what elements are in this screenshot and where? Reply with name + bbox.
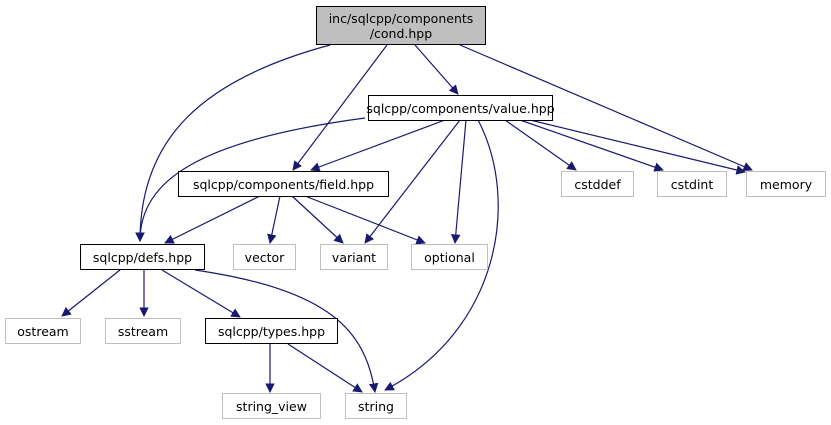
node-root-cond-hpp[interactable]: inc/sqlcpp/components /cond.hpp	[316, 6, 486, 45]
edge-field-to-vector	[267, 195, 281, 244]
node-ostream-label: ostream	[17, 323, 69, 339]
node-string_view[interactable]: string_view	[222, 393, 321, 419]
node-vector-label: vector	[244, 249, 285, 265]
edge-value-to-defs	[135, 117, 366, 242]
edge-value-to-optional	[450, 119, 467, 244]
node-cstddef[interactable]: cstddef	[561, 171, 634, 197]
node-variant[interactable]: variant	[320, 244, 388, 270]
node-defs-hpp[interactable]: sqlcpp/defs.hpp	[80, 244, 205, 270]
node-ostream[interactable]: ostream	[5, 318, 81, 344]
node-types-hpp[interactable]: sqlcpp/types.hpp	[205, 318, 338, 344]
edge-field-to-variant	[291, 195, 344, 244]
node-string_view-label: string_view	[236, 398, 307, 414]
edge-value-to-cstdint	[519, 119, 664, 172]
node-optional[interactable]: optional	[411, 244, 488, 270]
node-string-label: string	[358, 398, 394, 414]
node-vector[interactable]: vector	[233, 244, 296, 270]
node-types-label: sqlcpp/types.hpp	[217, 323, 326, 339]
edge-root-to-value	[414, 44, 459, 95]
edge-root-to-field	[292, 44, 388, 171]
edge-types-to-string	[287, 343, 363, 393]
node-cstdint-label: cstdint	[670, 176, 714, 192]
node-memory-label: memory	[759, 176, 813, 192]
edge-value-to-string	[384, 119, 499, 391]
edge-value-to-cstddef	[504, 119, 577, 171]
node-string[interactable]: string	[345, 393, 407, 419]
node-root-line1: inc/sqlcpp/components	[328, 10, 474, 26]
edge-defs-to-types	[161, 269, 241, 318]
edge-root-to-defs	[135, 44, 331, 242]
node-root-line2: /cond.hpp	[369, 25, 433, 41]
edge-defs-to-ostream	[61, 269, 121, 317]
node-cstdint[interactable]: cstdint	[657, 171, 727, 197]
edge-defs-to-string	[194, 269, 379, 393]
edge-value-to-variant	[364, 119, 461, 244]
node-field-hpp[interactable]: sqlcpp/components/field.hpp	[178, 171, 389, 197]
node-value-label: sqlcpp/components/value.hpp	[366, 100, 555, 116]
node-value-hpp[interactable]: sqlcpp/components/value.hpp	[366, 95, 555, 121]
edge-field-to-optional	[304, 195, 426, 245]
node-optional-label: optional	[424, 249, 475, 265]
edge-root-to-memory	[459, 44, 753, 172]
node-memory[interactable]: memory	[746, 171, 826, 197]
node-field-label: sqlcpp/components/field.hpp	[192, 176, 375, 192]
edge-value-to-field	[310, 119, 446, 172]
node-sstream-label: sstream	[117, 323, 169, 339]
edge-field-to-defs	[164, 195, 261, 244]
node-cstddef-label: cstddef	[574, 176, 621, 192]
node-defs-label: sqlcpp/defs.hpp	[92, 249, 193, 265]
node-variant-label: variant	[331, 249, 377, 265]
edge-value-to-memory	[529, 119, 746, 175]
node-sstream[interactable]: sstream	[105, 318, 181, 344]
